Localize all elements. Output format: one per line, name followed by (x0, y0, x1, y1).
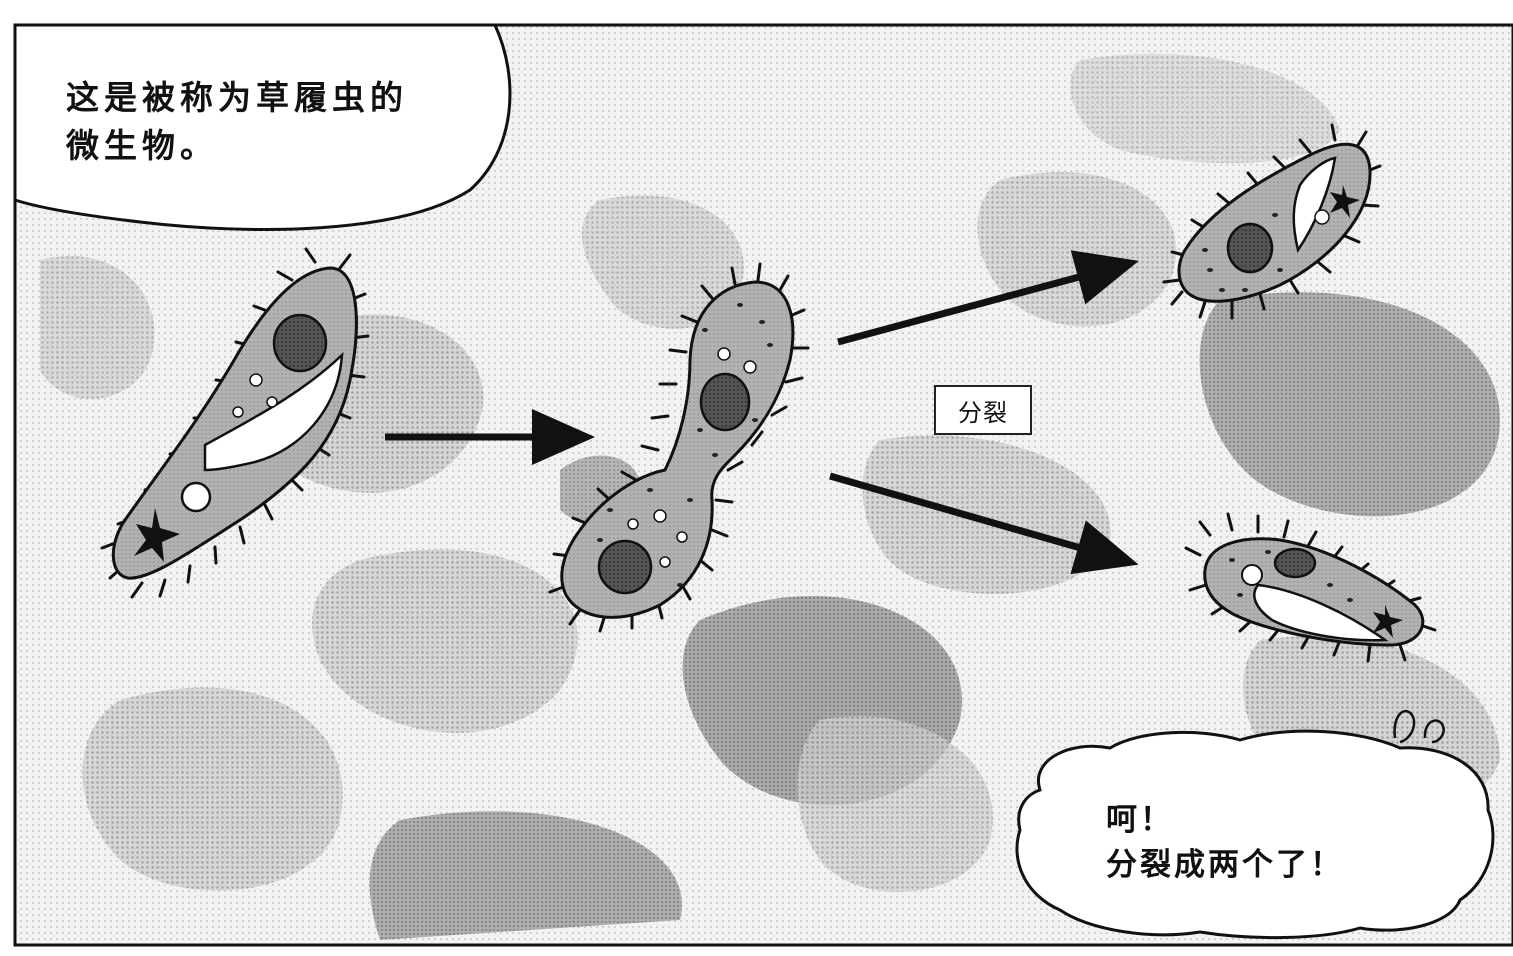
sweat-drop-icon (1393, 709, 1445, 744)
caption-text: 这是被称为草履虫的 微生物。 (66, 78, 408, 165)
paramecium-icon (100, 247, 370, 599)
panel-border (13, 23, 1513, 947)
division-label: 分裂 (934, 385, 1032, 435)
paramecium-icon (1162, 123, 1382, 320)
caption-bubble (13, 23, 512, 231)
exclamation-text: 呵！ 分裂成两个了！ (1106, 802, 1344, 883)
paramecium-icon (548, 262, 810, 633)
arrow-right-icon (829, 472, 1139, 575)
exclamation-bubble (1015, 729, 1495, 940)
paramecium-icon (1184, 512, 1437, 663)
arrow-right-icon (837, 250, 1139, 346)
